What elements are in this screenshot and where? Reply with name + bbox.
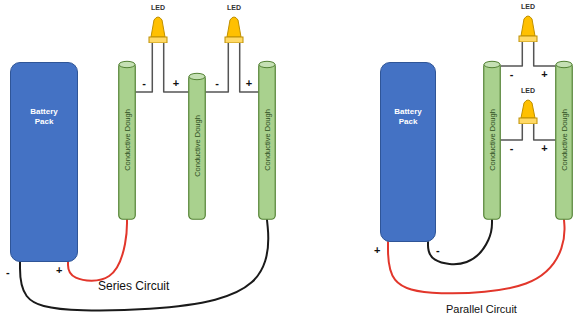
led-leg xyxy=(136,43,152,92)
polarity-label: + xyxy=(245,77,253,89)
dough-label: Conductive Dough xyxy=(123,109,132,171)
led-bulb xyxy=(513,12,543,42)
led-bulb xyxy=(513,96,543,124)
dough-label: Conductive Dough xyxy=(560,109,569,171)
wire xyxy=(428,220,492,264)
dough-label: Conductive Dough xyxy=(263,109,272,171)
led-leg xyxy=(164,43,188,92)
polarity-label: - xyxy=(141,77,147,89)
polarity-label: - xyxy=(6,266,10,278)
led-label: LED xyxy=(219,3,249,12)
led-leg xyxy=(534,42,555,66)
battery-label: Battery Pack xyxy=(386,107,430,127)
battery-pack: Battery Pack xyxy=(380,62,436,242)
led-bulb xyxy=(143,13,173,43)
conductive-dough: Conductive Dough xyxy=(483,60,501,220)
conductive-dough: Conductive Dough xyxy=(188,72,206,220)
dough-label: Conductive Dough xyxy=(488,109,497,171)
led-leg xyxy=(240,43,258,92)
polarity-label: + xyxy=(374,244,380,256)
circuit-title: Parallel Circuit xyxy=(446,303,517,315)
polarity-label: + xyxy=(56,264,62,276)
led-leg xyxy=(534,124,555,140)
polarity-label: + xyxy=(540,142,548,154)
led-leg xyxy=(501,42,522,66)
circuit-title: Series Circuit xyxy=(98,280,169,292)
conductive-dough: Conductive Dough xyxy=(555,60,573,220)
polarity-label: - xyxy=(509,68,515,80)
polarity-label: - xyxy=(436,244,440,256)
led-label: LED xyxy=(143,3,173,12)
conductive-dough: Conductive Dough xyxy=(258,60,276,220)
led: LED xyxy=(219,3,249,43)
battery-label: Battery Pack xyxy=(22,107,66,127)
dough-label: Conductive Dough xyxy=(193,115,202,177)
polarity-label: - xyxy=(214,77,220,89)
led: LED xyxy=(143,3,173,43)
led-leg xyxy=(501,124,522,140)
led-bulb xyxy=(219,13,249,43)
polarity-label: + xyxy=(540,68,548,80)
led: LED xyxy=(513,86,543,124)
led-label: LED xyxy=(513,2,543,11)
polarity-label: + xyxy=(172,77,180,89)
polarity-label: - xyxy=(509,142,515,154)
conductive-dough: Conductive Dough xyxy=(118,60,136,220)
led-leg xyxy=(206,43,228,92)
led: LED xyxy=(513,2,543,42)
led-label: LED xyxy=(513,86,543,95)
battery-pack: Battery Pack xyxy=(10,62,78,262)
